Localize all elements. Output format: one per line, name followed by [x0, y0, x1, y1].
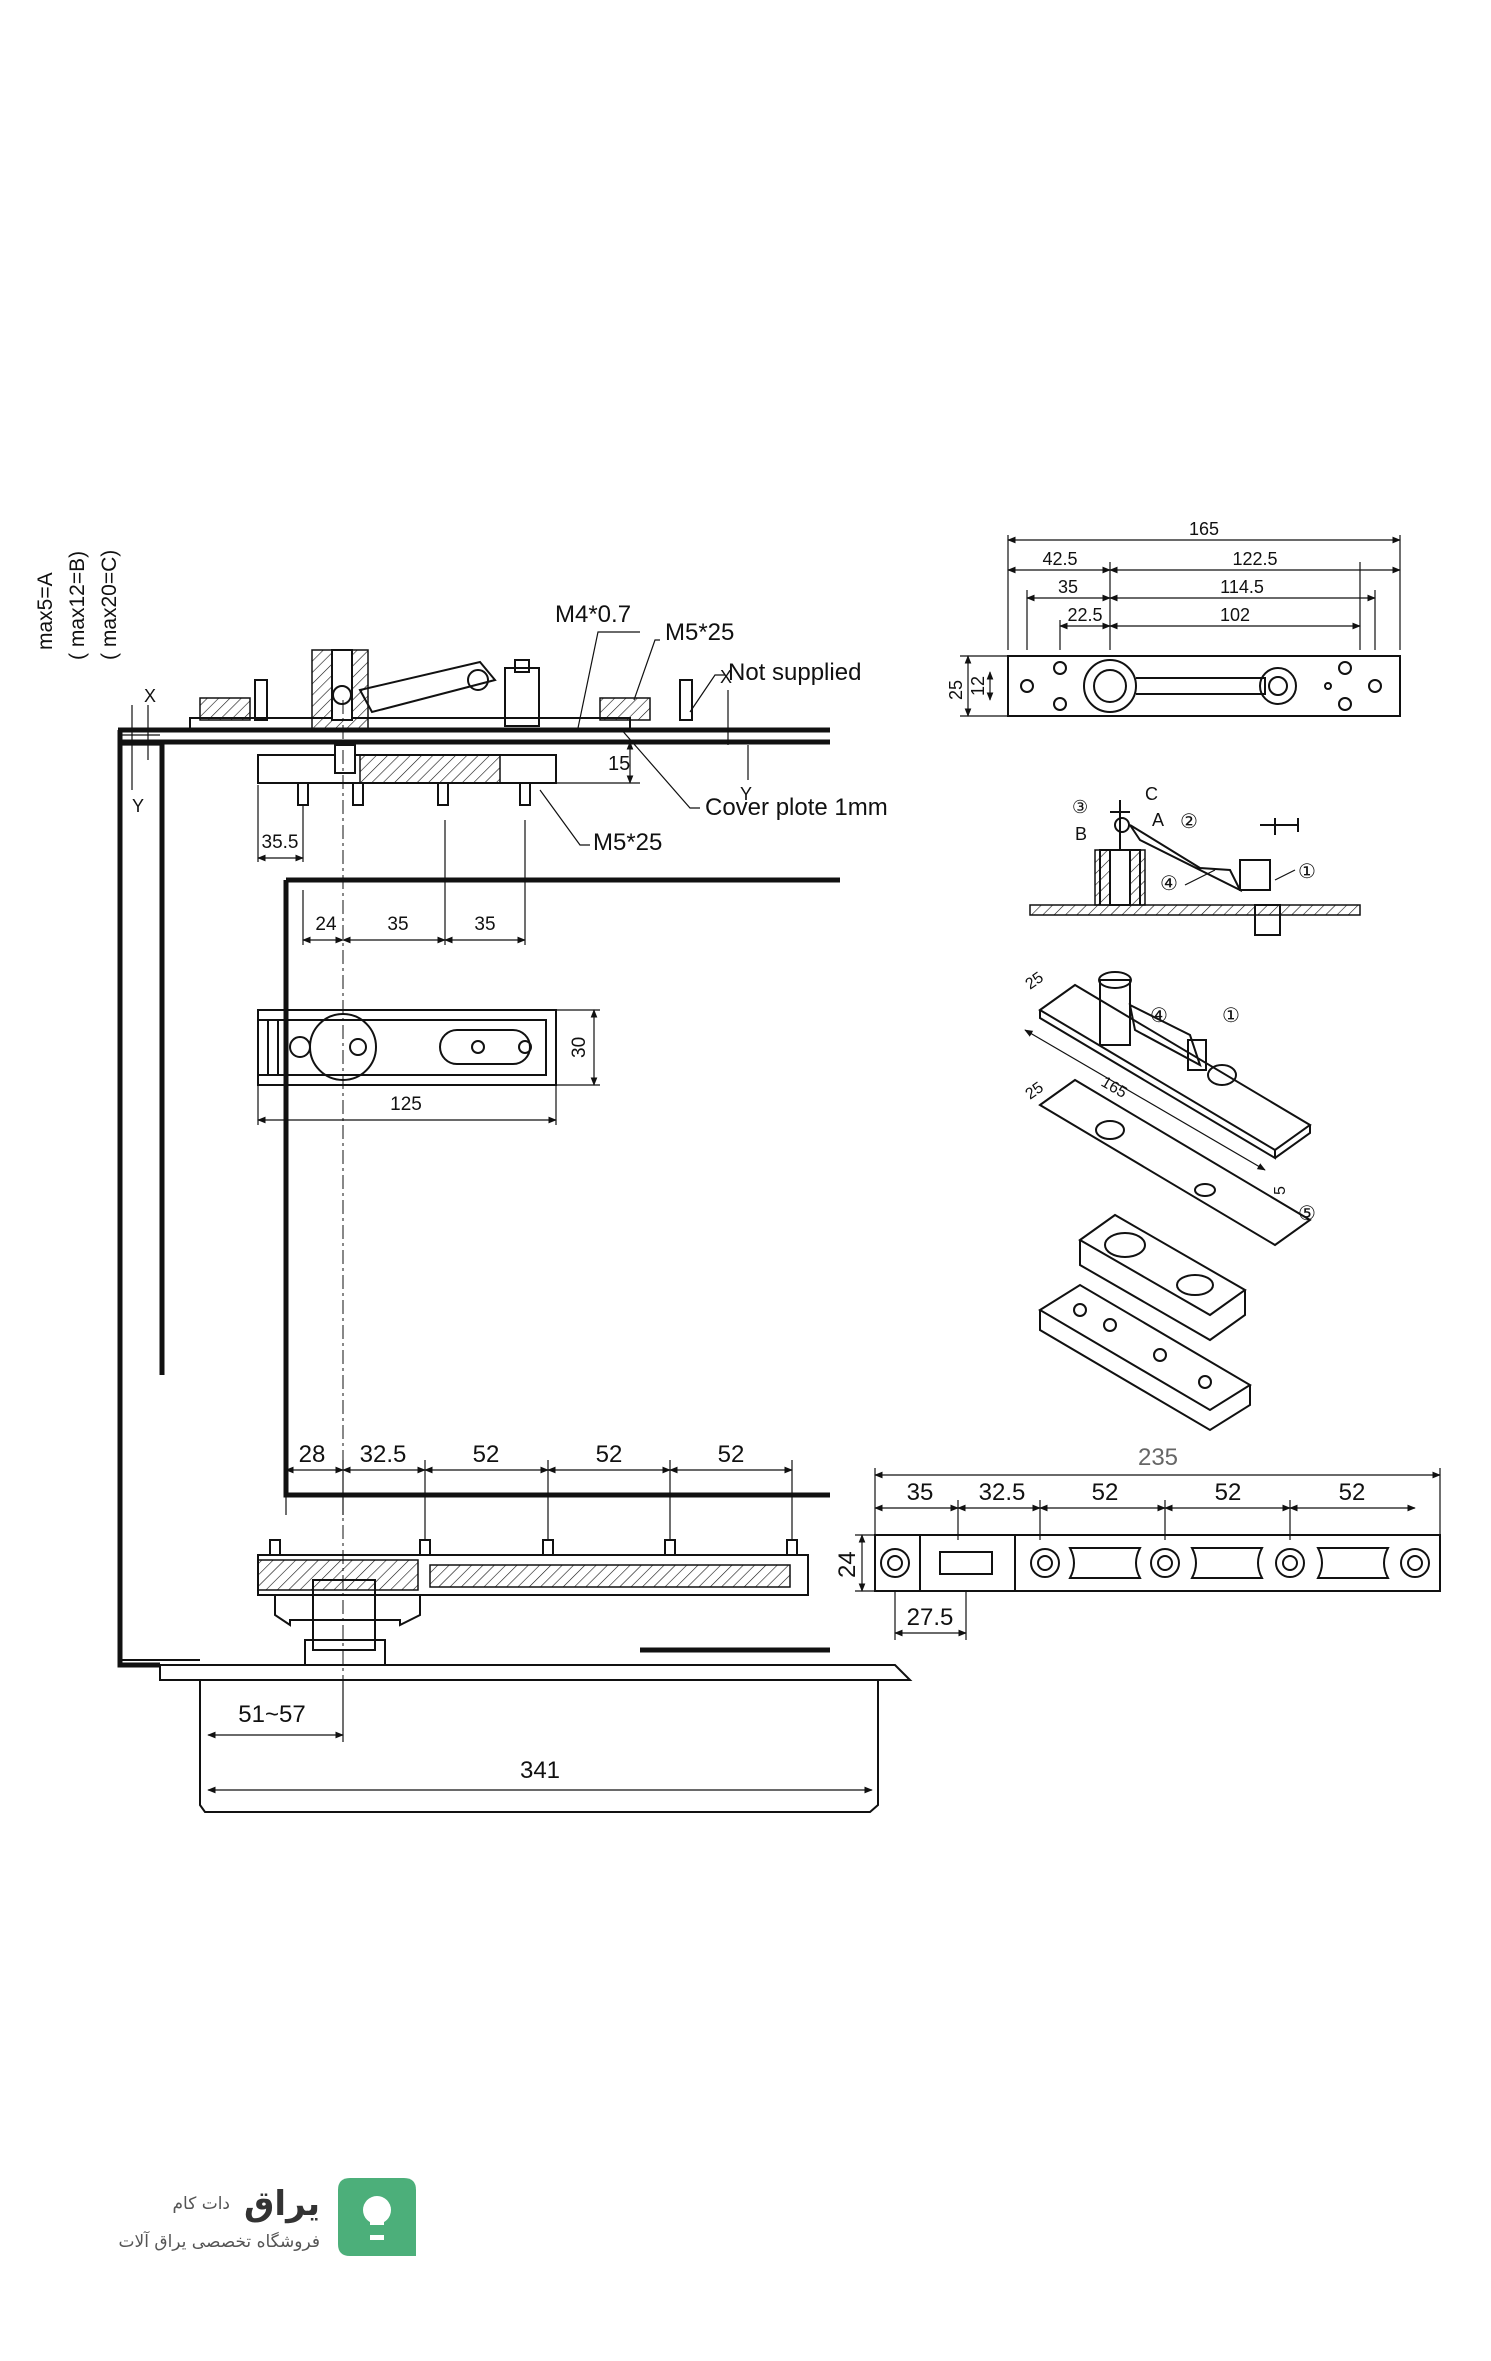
dim-52c: 52 — [718, 1441, 745, 1468]
dim-28: 28 — [299, 1441, 326, 1468]
sec-3: ③ — [1072, 797, 1088, 817]
dim-51-57: 51~57 — [238, 1701, 305, 1728]
dim-12-tr: 12 — [968, 676, 988, 696]
callout-m4: M4*0.7 — [555, 601, 631, 628]
axis-y-right: Y — [740, 784, 752, 804]
sec-b: B — [1075, 824, 1087, 844]
dim-35-5: 35.5 — [262, 832, 299, 853]
dim-125: 125 — [390, 1094, 422, 1115]
dim-122-5: 122.5 — [1232, 549, 1277, 569]
dim-42-5: 42.5 — [1042, 549, 1077, 569]
dim-52b-br: 52 — [1215, 1479, 1242, 1506]
dim-114-5: 114.5 — [1220, 577, 1264, 597]
iso-1: ① — [1222, 1005, 1240, 1027]
plan-view: 24 35 35 30 125 — [257, 820, 600, 1125]
sec-1: ① — [1298, 861, 1316, 883]
dim-32-5: 32.5 — [360, 1441, 407, 1468]
brand-mark-icon — [338, 2178, 416, 2256]
dim-22-5: 22.5 — [1067, 605, 1102, 625]
dim-32-5-br: 32.5 — [979, 1479, 1026, 1506]
dim-35a: 35 — [387, 914, 408, 935]
dim-52a: 52 — [473, 1441, 500, 1468]
axis-y-left: Y — [132, 796, 144, 816]
iso-5: 5 — [1272, 1186, 1289, 1195]
dim-35b: 35 — [474, 914, 495, 935]
brand-name: یراق — [244, 2184, 320, 2224]
iso-25b: 25 — [1023, 1079, 1047, 1103]
callout-not-supplied: Not supplied — [728, 659, 861, 686]
small-section-view: ③ C B A ② ④ ① — [1029, 784, 1361, 936]
brand-suffix: دات کام — [172, 2194, 231, 2214]
dim-25-tr: 25 — [946, 680, 966, 700]
floor-spring-section: 28 32.5 52 52 52 51~57 341 — [117, 1375, 913, 1813]
sec-4: ④ — [1160, 873, 1178, 895]
brand-tagline: فروشگاه تخصصی یراق آلات — [118, 2232, 320, 2252]
bottom-plate-plan: 235 35 32.5 52 52 52 24 27.5 — [834, 1444, 1441, 1640]
dim-341: 341 — [520, 1757, 560, 1784]
sec-2: ② — [1180, 811, 1198, 833]
top-plate-plan: 165 42.5 122.5 35 114.5 22.5 102 25 12 — [946, 519, 1401, 717]
label-max5: max5=A — [34, 572, 57, 650]
dim-15: 15 — [608, 753, 630, 775]
dim-102: 102 — [1220, 605, 1250, 625]
callout-m5-top: M5*25 — [665, 619, 734, 646]
callout-m5-bottom: M5*25 — [593, 829, 662, 856]
dim-52c-br: 52 — [1339, 1479, 1366, 1506]
dim-27-5: 27.5 — [907, 1604, 954, 1631]
dim-30: 30 — [569, 1037, 590, 1058]
iso-25a: 25 — [1023, 969, 1047, 993]
top-section-view: max5=A ( max12=B) ( max20=C) X Y X Y — [34, 550, 888, 862]
callout-cover: Cover plote 1mm — [705, 794, 888, 821]
axis-x-left: X — [144, 686, 156, 706]
axis-x-right: X — [720, 667, 732, 687]
dim-165: 165 — [1189, 519, 1219, 539]
label-max12: ( max12=B) — [66, 551, 89, 660]
brand-logo: یراق دات کام فروشگاه تخصصی یراق آلات — [100, 2170, 440, 2270]
iso-4: ④ — [1150, 1005, 1168, 1027]
dim-35-tr: 35 — [1058, 577, 1078, 597]
iso-5-circle: ⑤ — [1298, 1203, 1316, 1225]
dim-52a-br: 52 — [1092, 1479, 1119, 1506]
dim-52b: 52 — [596, 1441, 623, 1468]
sec-a: A — [1152, 810, 1164, 830]
isometric-exploded-view: 25 165 ④ ① 25 5 ⑤ — [1023, 969, 1316, 1432]
dim-24-br: 24 — [834, 1551, 861, 1578]
dim-24: 24 — [315, 914, 337, 935]
dim-235: 235 — [1138, 1444, 1178, 1471]
label-max20: ( max20=C) — [98, 550, 121, 660]
sec-c: C — [1145, 784, 1158, 804]
dim-35-br: 35 — [907, 1479, 934, 1506]
